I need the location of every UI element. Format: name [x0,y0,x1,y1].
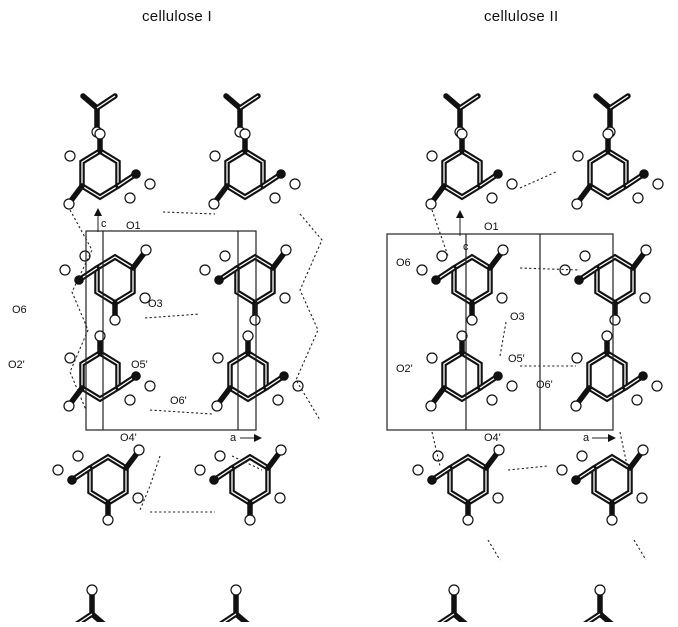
label-o5p-left: O5' [131,359,148,371]
label-o6-right: O6 [396,257,411,269]
label-o6p-left: O6' [170,395,187,407]
label-c-axis-right: c [463,241,469,253]
label-o3-right: O3 [510,311,525,323]
label-a-axis-left: a [230,432,237,444]
panel-cellulose-ii: O1 O6 O3 O2' O5' O6' O4' c a [386,96,663,622]
chain-2-left [195,96,303,622]
panel-title-cellulose-i: cellulose I [142,8,213,25]
label-a-axis-right: a [583,432,590,444]
label-o5p-right: O5' [508,353,525,365]
label-o4p-right: O4' [484,432,501,444]
hydrogen-bonds-left [69,209,323,513]
label-o6-left: O6 [12,304,27,316]
label-o4p-left: O4' [120,432,137,444]
panel-cellulose-i: O1 O6 O3 O2' O5' O6' O4' c a [8,96,323,622]
chain-2-right [557,96,663,622]
label-o6p-right: O6' [536,379,553,391]
unit-cell-left [85,230,257,431]
label-c-axis-left: c [101,218,107,230]
panel-title-cellulose-ii: cellulose II [484,8,559,25]
label-o2p-right: O2' [396,363,413,375]
label-o1-left: O1 [126,220,141,232]
chain-1-right [413,96,517,622]
label-o1-right: O1 [484,221,499,233]
hydrogen-bonds-right [431,171,647,561]
unit-cell-right [386,233,614,431]
label-o3-left: O3 [148,298,163,310]
label-o2p-left: O2' [8,359,25,371]
